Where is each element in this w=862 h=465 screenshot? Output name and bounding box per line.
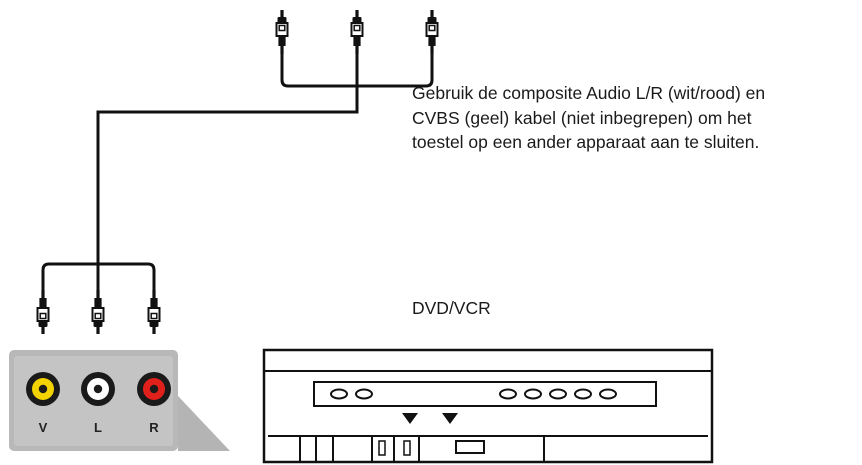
instruction-text: Gebruik de composite Audio L/R (wit/rood…	[412, 81, 857, 155]
dvd-vcr-device	[262, 348, 714, 464]
instruction-line-2: CVBS (geel) kabel (niet inbegrepen) om h…	[412, 107, 752, 128]
rca-plug-bottom-right	[147, 289, 161, 335]
device-button-group-left	[330, 388, 373, 400]
instruction-line-3: toestel op een ander apparaat aan te slu…	[412, 132, 760, 152]
cable-top	[96, 44, 434, 264]
rca-plug-bottom-center	[91, 289, 105, 335]
indicator-triangle-left	[402, 413, 418, 424]
audio-left-jack: L	[81, 372, 115, 435]
rca-plug-top-left	[275, 9, 289, 55]
av-input-panel: V L R	[9, 350, 230, 451]
device-button-group-right	[499, 388, 617, 400]
video-jack: V	[26, 372, 60, 435]
port-label-l: L	[94, 420, 102, 435]
port-label-r: R	[149, 420, 159, 435]
rca-plug-bottom-left	[36, 289, 50, 335]
rca-plug-top-center	[350, 9, 364, 55]
instruction-line-1: Gebruik de composite Audio L/R (wit/rood…	[412, 83, 766, 103]
indicator-triangle-right	[442, 413, 458, 424]
port-label-v: V	[39, 420, 48, 435]
rca-plug-top-right	[425, 9, 439, 55]
audio-right-jack: R	[137, 372, 171, 435]
device-label: DVD/VCR	[412, 298, 491, 318]
